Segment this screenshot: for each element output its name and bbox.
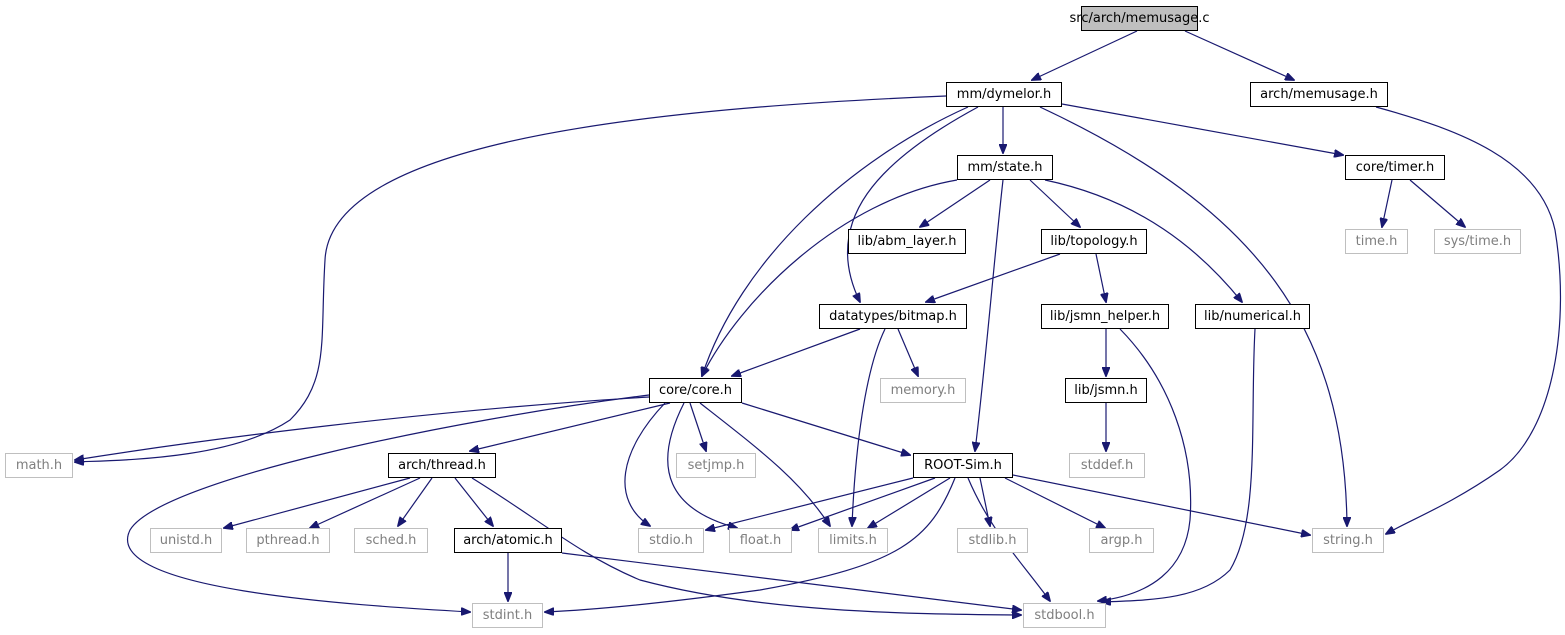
node-float-h[interactable]: float.h	[729, 528, 792, 553]
edge-core-to-stdio	[624, 402, 666, 526]
edge-thread-to-unistd	[224, 477, 411, 528]
edge-state-to-numerical	[1044, 179, 1242, 302]
node-memory-h[interactable]: memory.h	[880, 378, 966, 403]
edge-rootsim-to-stdio	[706, 477, 914, 530]
node-lib-jsmn-helper-h[interactable]: lib/jsmn_helper.h	[1041, 304, 1169, 329]
node-memusage-c[interactable]: src/arch/memusage.c	[1070, 6, 1210, 31]
edge-state-to-abm_layer	[920, 179, 991, 227]
node-argp-h[interactable]: argp.h	[1089, 528, 1154, 553]
edge-bitmap-to-limits	[852, 328, 886, 526]
edge-dymelor-to-string	[1039, 106, 1347, 526]
edge-core-to-limits	[699, 402, 830, 526]
edge-timer-to-sys_time	[1409, 179, 1465, 227]
node-mm-state-h[interactable]: mm/state.h	[957, 155, 1053, 180]
edge-dymelor-to-bitmap	[846, 106, 979, 302]
node-limits-h[interactable]: limits.h	[818, 528, 888, 553]
node-stddef-h[interactable]: stddef.h	[1069, 453, 1145, 478]
node-sched-h[interactable]: sched.h	[354, 528, 428, 553]
edge-atomic-to-stdbool	[561, 552, 1021, 610]
edge-rootsim-to-limits	[868, 477, 951, 528]
node-lib-jsmn-h[interactable]: lib/jsmn.h	[1065, 378, 1147, 403]
node-lib-abm-layer-h[interactable]: lib/abm_layer.h	[848, 229, 966, 254]
node-math-h[interactable]: math.h	[5, 453, 73, 478]
edge-core-to-math	[75, 396, 650, 460]
edge-thread-to-pthread	[310, 477, 421, 528]
edge-rootsim-to-string	[1012, 474, 1310, 535]
node-sys-time-h[interactable]: sys/time.h	[1434, 229, 1521, 254]
edge-rootsim-to-float	[790, 477, 936, 530]
edge-core-to-stdint	[126, 394, 650, 612]
edge-bitmap-to-memory	[897, 328, 918, 376]
node-stdio-h[interactable]: stdio.h	[638, 528, 704, 553]
edge-timer-to-time	[1382, 179, 1393, 227]
node-pthread-h[interactable]: pthread.h	[246, 528, 330, 553]
node-core-core-h[interactable]: core/core.h	[649, 378, 742, 403]
node-arch-memusage-h[interactable]: arch/memusage.h	[1250, 82, 1388, 107]
node-core-timer-h[interactable]: core/timer.h	[1345, 155, 1445, 180]
node-root-sim-h[interactable]: ROOT-Sim.h	[913, 453, 1013, 478]
node-unistd-h[interactable]: unistd.h	[150, 528, 222, 553]
edge-state-to-core	[702, 179, 958, 376]
node-stdint-h[interactable]: stdint.h	[472, 603, 543, 628]
edge-arch_memusage-to-string	[1375, 106, 1562, 534]
node-stdbool-h[interactable]: stdbool.h	[1023, 603, 1106, 628]
edge-rootsim-to-argp	[1004, 477, 1105, 528]
edge-thread-to-atomic	[454, 477, 493, 526]
edge-dymelor-to-timer	[1061, 103, 1343, 155]
node-mm-dymelor-h[interactable]: mm/dymelor.h	[946, 82, 1062, 107]
node-arch-thread-h[interactable]: arch/thread.h	[388, 453, 496, 478]
node-lib-numerical-h[interactable]: lib/numerical.h	[1195, 304, 1310, 329]
edge-state-to-rootsim	[975, 179, 1004, 451]
edge-core-to-thread	[470, 402, 671, 451]
edge-numerical-to-stdbool	[1102, 328, 1256, 602]
edge-thread-to-sched	[398, 477, 433, 526]
edge-memusage_c-to-arch_memusage	[1184, 30, 1294, 80]
edge-topology-to-bitmap	[926, 253, 1061, 302]
edge-state-to-topology	[1029, 179, 1080, 227]
node-setjmp-h[interactable]: setjmp.h	[676, 453, 756, 478]
edge-bitmap-to-core	[732, 328, 861, 376]
node-datatypes-bitmap-h[interactable]: datatypes/bitmap.h	[819, 304, 967, 329]
edge-rootsim-to-stdint	[545, 477, 956, 612]
node-time-h[interactable]: time.h	[1345, 229, 1408, 254]
edge-topology-to-jsmn_helper	[1095, 253, 1106, 302]
edge-thread-to-stdbool	[471, 477, 1021, 615]
node-string-h[interactable]: string.h	[1312, 528, 1384, 553]
edge-core-to-setjmp	[689, 402, 706, 451]
edge-core-to-float	[667, 402, 737, 528]
edge-core-to-rootsim	[741, 402, 910, 455]
node-stdlib-h[interactable]: stdlib.h	[957, 528, 1028, 553]
edge-jsmn_helper-to-stdbool	[1098, 328, 1192, 601]
edge-dymelor-to-core	[702, 106, 969, 376]
edge-memusage_c-to-dymelor	[1032, 30, 1138, 80]
node-arch-atomic-h[interactable]: arch/atomic.h	[454, 528, 562, 553]
node-lib-topology-h[interactable]: lib/topology.h	[1041, 229, 1147, 254]
edge-dymelor-to-math	[75, 95, 947, 462]
